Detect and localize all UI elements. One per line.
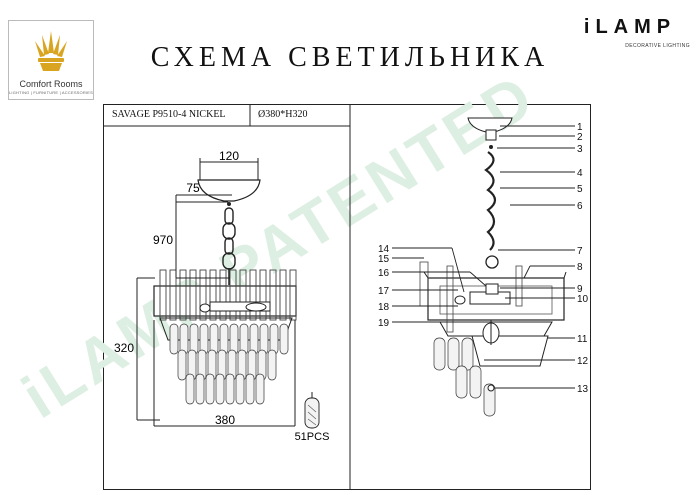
crown-icon	[35, 31, 67, 71]
glass-strip	[239, 269, 247, 321]
dim-top-width: 120	[219, 149, 239, 163]
callout-number: 6	[577, 201, 583, 212]
crystal-pendant	[189, 323, 199, 355]
callout-number: 1	[577, 122, 583, 133]
crystal-pendant	[185, 373, 195, 405]
dim-canopy-height: 75	[186, 181, 200, 195]
exploded-view	[419, 117, 567, 417]
model-label: SAVAGE P9510-4 NICKEL	[112, 109, 226, 120]
callout-number: 15	[378, 254, 390, 265]
size-label: Ø380*H320	[258, 109, 308, 120]
callout-number: 9	[577, 284, 583, 295]
callout-number: 12	[577, 356, 589, 367]
crystal-pendant	[209, 323, 219, 355]
callout-number: 8	[577, 262, 583, 273]
crystal-pendant	[249, 323, 259, 355]
crystal-pendant	[279, 323, 289, 355]
glass-strip	[179, 269, 187, 321]
brand-name: Comfort Rooms	[19, 79, 83, 89]
crystal-pendant	[205, 373, 215, 405]
glass-strip	[279, 269, 287, 321]
callout-number: 11	[577, 334, 588, 345]
crystal-pendant	[215, 373, 225, 405]
glass-strip	[249, 269, 257, 321]
glass-strip	[169, 269, 177, 321]
glass-strip	[259, 269, 267, 321]
ilamp-wordmark: iLAMP	[583, 16, 677, 38]
glass-strip	[229, 269, 237, 321]
callout-number: 13	[577, 384, 589, 395]
crystal-pendant	[229, 323, 239, 355]
glass-strip	[269, 269, 277, 321]
diagram-frame	[103, 104, 591, 490]
crystal-pendant	[239, 323, 249, 355]
callout-number: 18	[378, 302, 390, 313]
callout-number: 19	[378, 318, 390, 329]
brand-tagline: LIGHTING | FURNITURE | ACCESSORIES	[9, 90, 93, 95]
dim-chain-length: 970	[153, 233, 173, 247]
crystal-pendant	[225, 373, 235, 405]
ilamp-tagline: DECORATIVE LIGHTING	[625, 43, 690, 49]
callout-number: 17	[378, 286, 390, 297]
pendant-count-label: 51PCS	[295, 431, 330, 443]
callout-number: 10	[577, 294, 589, 305]
front-view	[153, 179, 297, 405]
crystal-pendant	[267, 349, 277, 381]
crystal-pendant	[195, 373, 205, 405]
glass-strip	[289, 269, 297, 321]
glass-strip	[209, 269, 217, 321]
crystal-pendant	[179, 323, 189, 355]
callout-number: 4	[577, 168, 583, 179]
glass-strip	[219, 269, 227, 321]
crystal-pendant	[255, 373, 265, 405]
crystal-pendant	[269, 323, 279, 355]
glass-strip	[199, 269, 207, 321]
crystal-pendant	[235, 373, 245, 405]
dim-body-width: 380	[215, 413, 235, 427]
pendant-sample	[304, 392, 320, 429]
crystal-pendant	[245, 373, 255, 405]
ilamp-logo: iLAMP DECORATIVE LIGHTING	[570, 16, 690, 56]
crystal-pendant	[177, 349, 187, 381]
callout-number: 16	[378, 268, 390, 279]
crystal-pendant	[199, 323, 209, 355]
callout-number: 7	[577, 246, 583, 257]
glass-strip	[189, 269, 197, 321]
callout-number: 2	[577, 132, 583, 143]
callout-number: 14	[378, 244, 390, 255]
callout-number: 5	[577, 184, 583, 195]
crystal-pendant	[259, 323, 269, 355]
callout-number: 3	[577, 144, 583, 155]
glass-strip	[159, 269, 167, 321]
dim-body-height: 320	[114, 341, 134, 355]
page-title: СХЕМА СВЕТИЛЬНИКА	[150, 42, 550, 73]
crystal-pendant	[219, 323, 229, 355]
comfort-rooms-logo: Comfort Rooms LIGHTING | FURNITURE | ACC…	[8, 20, 94, 100]
crystal-pendant	[169, 323, 179, 355]
